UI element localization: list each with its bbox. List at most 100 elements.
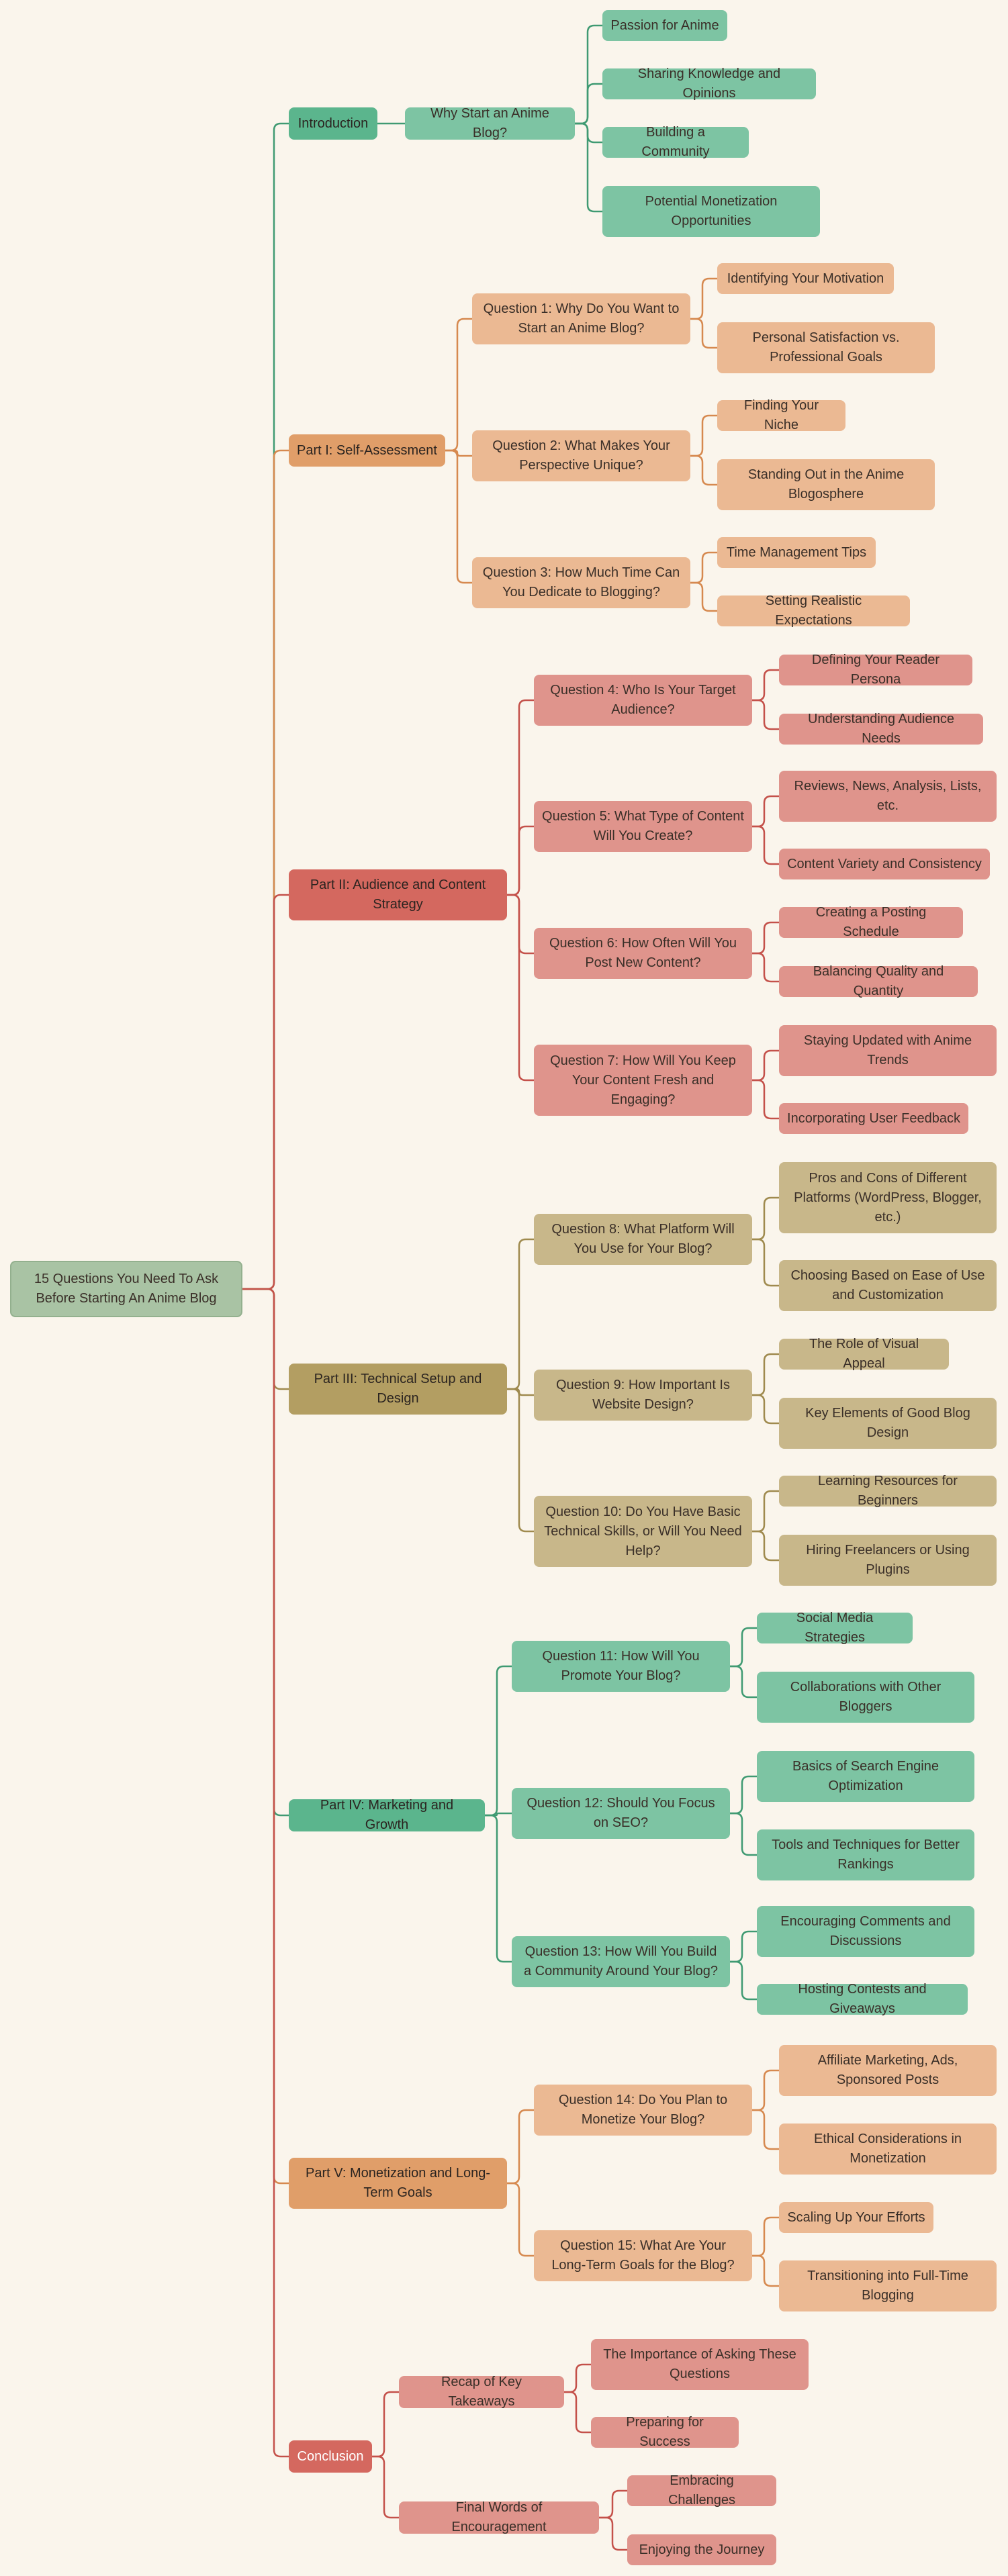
topic-to-leaf-link	[730, 1930, 757, 1963]
leaf-node: Finding Your Niche	[717, 398, 845, 432]
topic-to-leaf-link	[752, 2254, 779, 2287]
topic-to-leaf-link	[752, 2216, 779, 2257]
section-to-topic-link	[372, 2455, 399, 2519]
leaf-label: Hosting Contests and Giveaways	[798, 1982, 927, 2016]
topic-to-leaf-link	[752, 921, 779, 955]
root-to-section-link	[242, 894, 289, 1290]
section-to-topic-link	[507, 1388, 534, 1533]
leaf-label: The Role of Visual Appeal	[809, 1337, 919, 1371]
section-to-topic-link	[507, 2109, 534, 2185]
topic-node: Recap of Key Takeaways	[399, 2375, 564, 2409]
section-to-topic-link	[485, 1814, 512, 1963]
leaf-node: Reviews, News, Analysis, Lists, etc.	[779, 771, 997, 822]
topic-label: Question 10: Do You Have Basic Technical…	[544, 1504, 742, 1558]
leaf-node: Pros and Cons of Different Platforms (Wo…	[779, 1162, 997, 1233]
topic-to-leaf-link	[752, 1394, 779, 1425]
leaf-label: Standing Out in the Anime Blogosphere	[747, 467, 905, 502]
topic-to-leaf-link	[564, 2391, 591, 2434]
topic-to-leaf-link	[575, 122, 602, 144]
leaf-node: Affiliate Marketing, Ads, Sponsored Post…	[779, 2045, 997, 2096]
leaf-node: Collaborations with Other Bloggers	[757, 1672, 974, 1723]
leaf-node: Transitioning into Full-Time Blogging	[779, 2260, 997, 2311]
section-marketing-growth: Part IV: Marketing and Growth	[289, 1798, 485, 1832]
topic-label: Question 15: What Are Your Long-Term Goa…	[551, 2238, 735, 2273]
section-label: Part IV: Marketing and Growth	[320, 1798, 454, 1832]
topic-node: Question 15: What Are Your Long-Term Goa…	[534, 2230, 752, 2281]
root-to-section-link	[242, 1288, 289, 2458]
section-label: Part I: Self-Assessment	[297, 442, 437, 458]
topic-to-leaf-link	[690, 318, 717, 349]
leaf-label: Social Media Strategies	[796, 1611, 874, 1645]
leaf-label: Embracing Challenges	[668, 2473, 736, 2508]
leaf-label: Enjoying the Journey	[639, 2542, 765, 2557]
leaf-label: Hiring Freelancers or Using Plugins	[806, 1543, 970, 1577]
topic-label: Question 9: How Important Is Website Des…	[555, 1378, 730, 1412]
topic-node: Question 10: Do You Have Basic Technical…	[534, 1496, 752, 1567]
leaf-node: Incorporating User Feedback	[779, 1103, 968, 1134]
topic-node: Question 12: Should You Focus on SEO?	[512, 1788, 730, 1839]
topic-to-leaf-link	[730, 1627, 757, 1668]
topic-to-leaf-link	[690, 551, 717, 584]
topic-node: Question 3: How Much Time Can You Dedica…	[472, 557, 690, 608]
leaf-label: Transitioning into Full-Time Blogging	[807, 2269, 968, 2303]
topic-to-leaf-link	[599, 2489, 627, 2519]
section-conclusion: Conclusion	[289, 2440, 372, 2473]
topic-to-leaf-link	[752, 2069, 779, 2111]
leaf-label: Defining Your Reader Persona	[811, 653, 940, 687]
topic-label: Question 8: What Platform Will You Use f…	[551, 1222, 735, 1256]
section-audience-content: Part II: Audience and Content Strategy	[289, 869, 507, 920]
section-label: Introduction	[297, 115, 369, 131]
leaf-label: Understanding Audience Needs	[808, 712, 954, 746]
leaf-label: Ethical Considerations in Monetization	[813, 2132, 962, 2166]
leaf-label: Affiliate Marketing, Ads, Sponsored Post…	[817, 2053, 958, 2087]
leaf-label: Setting Realistic Expectations	[765, 593, 862, 628]
topic-to-leaf-link	[752, 795, 779, 828]
topic-label: Why Start an Anime Blog?	[430, 106, 549, 140]
leaf-label: Learning Resources for Beginners	[818, 1474, 958, 1508]
topic-to-leaf-link	[752, 1353, 779, 1396]
topic-node: Question 4: Who Is Your Target Audience?	[534, 675, 752, 726]
leaf-node: Sharing Knowledge and Opinions	[602, 66, 816, 101]
leaf-label: Tools and Techniques for Better Rankings	[772, 1838, 960, 1872]
leaf-node: Choosing Based on Ease of Use and Custom…	[779, 1260, 997, 1311]
topic-to-leaf-link	[690, 277, 717, 320]
leaf-label: Identifying Your Motivation	[727, 271, 884, 286]
leaf-label: Personal Satisfaction vs. Professional G…	[752, 330, 900, 365]
topic-to-leaf-link	[752, 1196, 779, 1241]
leaf-node: Staying Updated with Anime Trends	[779, 1025, 997, 1076]
root-to-section-link	[242, 1288, 289, 2185]
topic-label: Question 7: How Will You Keep Your Conte…	[550, 1053, 736, 1107]
leaf-label: Key Elements of Good Blog Design	[805, 1406, 970, 1440]
topic-node: Question 2: What Makes Your Perspective …	[472, 430, 690, 481]
leaf-label: Content Variety and Consistency	[787, 856, 982, 871]
topic-label: Question 11: How Will You Promote Your B…	[542, 1649, 700, 1683]
leaf-node: Basics of Search Engine Optimization	[757, 1751, 974, 1802]
leaf-label: Balancing Quality and Quantity	[813, 964, 944, 998]
section-label: Part III: Technical Setup and Design	[314, 1372, 482, 1406]
topic-to-leaf-link	[752, 1079, 779, 1120]
topic-label: Question 5: What Type of Content Will Yo…	[542, 809, 744, 843]
leaf-node: Scaling Up Your Efforts	[779, 2202, 933, 2233]
topic-label: Question 6: How Often Will You Post New …	[549, 936, 737, 970]
leaf-node: Embracing Challenges	[627, 2473, 776, 2508]
topic-node: Question 7: How Will You Keep Your Conte…	[534, 1045, 752, 1116]
topic-node: Question 13: How Will You Build a Commun…	[512, 1936, 730, 1987]
leaf-label: Creating a Posting Schedule	[815, 905, 927, 939]
topic-node: Question 11: How Will You Promote Your B…	[512, 1641, 730, 1692]
leaf-node: The Importance of Asking These Questions	[591, 2339, 809, 2390]
leaf-node: Identifying Your Motivation	[717, 263, 894, 294]
topic-to-leaf-link	[575, 83, 602, 125]
leaf-label: Staying Updated with Anime Trends	[803, 1033, 972, 1067]
leaf-node: Hiring Freelancers or Using Plugins	[779, 1535, 997, 1586]
topic-node: Question 8: What Platform Will You Use f…	[534, 1214, 752, 1265]
leaf-node: The Role of Visual Appeal	[779, 1337, 949, 1371]
leaf-node: Setting Realistic Expectations	[717, 593, 910, 628]
leaf-label: Time Management Tips	[726, 544, 867, 560]
leaf-label: Scaling Up Your Efforts	[787, 2209, 925, 2225]
leaf-label: Incorporating User Feedback	[787, 1110, 960, 1126]
topic-to-leaf-link	[730, 1665, 757, 1699]
topic-node: Question 14: Do You Plan to Monetize You…	[534, 2085, 752, 2136]
leaf-node: Potential Monetization Opportunities	[602, 186, 820, 237]
